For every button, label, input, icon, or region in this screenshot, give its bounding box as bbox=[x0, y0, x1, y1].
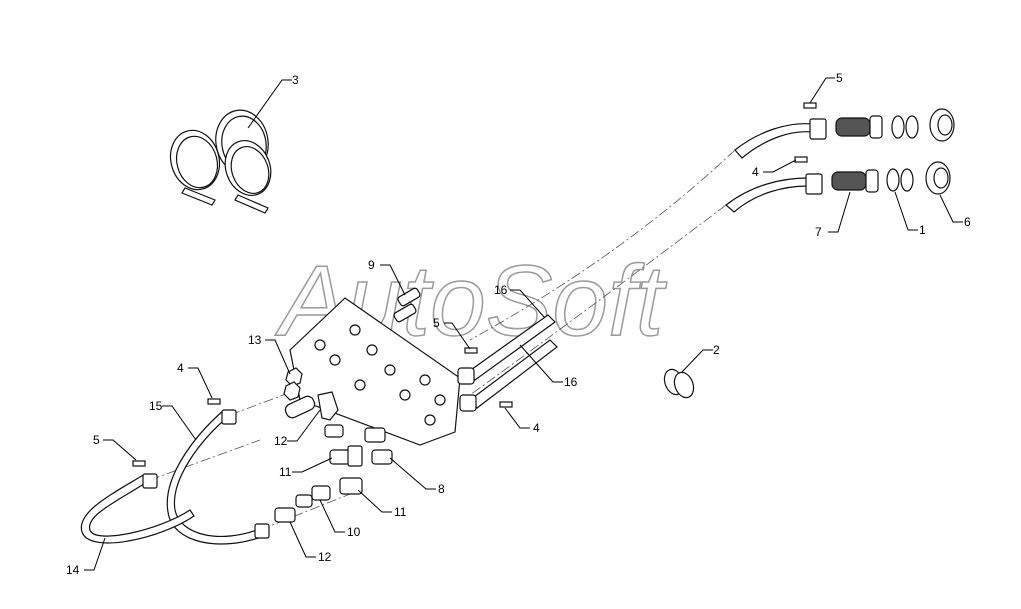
part-2-rings bbox=[663, 368, 695, 399]
callout-16-lower: 16 bbox=[564, 375, 578, 389]
callout-4-middle: 4 bbox=[533, 421, 540, 435]
callout-4-top: 4 bbox=[752, 165, 759, 179]
tag-5-lower bbox=[132, 460, 146, 467]
callout-8: 8 bbox=[438, 482, 445, 496]
part-8-fitting-b bbox=[371, 449, 393, 465]
callout-1: 1 bbox=[919, 223, 926, 237]
part-11-fitting-a bbox=[329, 449, 351, 465]
part-13-nuts bbox=[283, 367, 303, 401]
part-16-hoses bbox=[457, 314, 558, 412]
callout-4-left: 4 bbox=[177, 361, 184, 375]
leader-lines bbox=[84, 77, 963, 571]
callout-5-middle: 5 bbox=[433, 316, 440, 330]
tag-4-middle bbox=[499, 401, 513, 408]
part-11-fitting-b bbox=[339, 477, 363, 495]
callout-11-left: 11 bbox=[279, 465, 292, 479]
callout-labels: 3 5 4 6 1 7 9 16 5 16 2 13 4 4 15 5 12 1… bbox=[66, 71, 971, 577]
part-7-couplings bbox=[831, 115, 883, 193]
part-14-hose bbox=[80, 473, 195, 544]
part-12-elbow-upper bbox=[284, 395, 316, 419]
callout-9: 9 bbox=[368, 258, 375, 272]
tag-5-middle bbox=[464, 347, 478, 354]
callout-6: 6 bbox=[964, 215, 971, 229]
part-12-fitting-lower bbox=[274, 507, 296, 523]
part-8-fitting-a bbox=[364, 427, 386, 443]
part-9-adapters bbox=[393, 287, 421, 323]
part-3-cable-ties bbox=[169, 109, 272, 214]
part-1-orings bbox=[886, 115, 919, 192]
callout-7: 7 bbox=[815, 225, 822, 239]
part-15-hose bbox=[166, 409, 265, 545]
callout-16-upper: 16 bbox=[494, 283, 508, 297]
callout-14: 14 bbox=[66, 563, 80, 577]
tag-4-upper bbox=[794, 156, 808, 163]
lower-hoses bbox=[80, 398, 270, 545]
center-lines bbox=[149, 149, 736, 531]
callout-5-top: 5 bbox=[836, 71, 843, 85]
callout-10: 10 bbox=[347, 525, 361, 539]
tag-5-upper bbox=[803, 102, 817, 109]
callout-2: 2 bbox=[713, 343, 720, 357]
upper-hoses bbox=[725, 102, 955, 213]
fittings bbox=[274, 391, 393, 523]
callout-12-upper: 12 bbox=[274, 434, 288, 448]
part-10-tee bbox=[311, 485, 331, 501]
callout-13: 13 bbox=[248, 333, 262, 347]
part-6-dust-caps bbox=[925, 108, 955, 195]
callout-11-right: 11 bbox=[394, 505, 407, 519]
callout-15: 15 bbox=[149, 399, 163, 413]
callout-5-left: 5 bbox=[93, 433, 100, 447]
callout-3: 3 bbox=[292, 73, 299, 87]
callout-12-lower: 12 bbox=[318, 550, 332, 564]
tag-4-lower bbox=[207, 398, 221, 405]
